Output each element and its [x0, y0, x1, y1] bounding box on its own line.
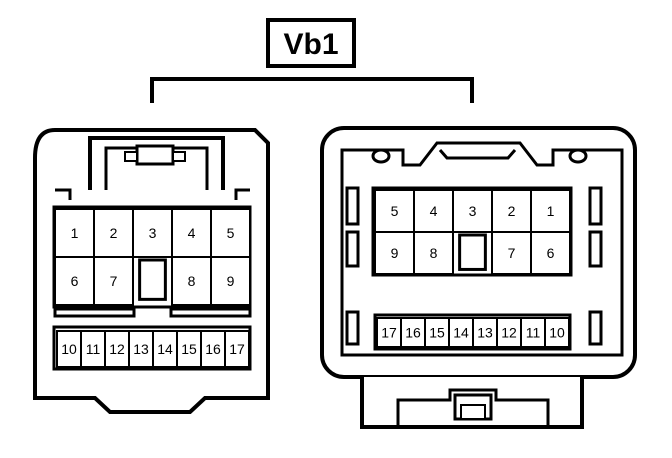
pin-cell: [210, 208, 251, 258]
pin-cell: [210, 256, 251, 306]
left-connector-shoulder-left: [55, 188, 72, 200]
pin-label: 1: [71, 225, 79, 241]
right-connector: 5 4 3 2 1 9 8 7 6 17 16 15 14 13 12 11 10: [320, 126, 637, 429]
pin-label: 12: [501, 325, 517, 341]
pin-cavity-empty: [458, 233, 487, 271]
pin-cell: [400, 317, 426, 348]
connector-title: Vb1: [283, 28, 338, 61]
pin-cell: [424, 317, 450, 348]
pin-cell: [80, 330, 106, 368]
pin-label: 12: [109, 341, 125, 357]
pin-label: 16: [205, 341, 221, 357]
right-connector-latch-slot: [460, 404, 486, 420]
left-connector-latch-nub-right: [172, 151, 186, 162]
pin-cell: [544, 317, 570, 348]
pin-label: 5: [227, 225, 235, 241]
pin-cell: [520, 317, 546, 348]
pin-label: 17: [229, 341, 245, 357]
pin-cell: [132, 208, 173, 258]
pin-label: 6: [71, 273, 79, 289]
pin-label: 9: [227, 273, 235, 289]
pin-cell: [376, 317, 402, 348]
title-box: [266, 18, 356, 68]
pin-cell: [128, 330, 154, 368]
pin-cell: [374, 189, 415, 233]
pin-label: 2: [508, 203, 516, 219]
pin-cell: [413, 231, 454, 275]
pin-label: 13: [477, 325, 493, 341]
pin-label: 10: [61, 341, 77, 357]
pin-label: 3: [469, 203, 477, 219]
pin-label: 8: [188, 273, 196, 289]
pin-label: 10: [549, 325, 565, 341]
right-connector-side-tab-right-upper: [588, 186, 603, 226]
pin-cell: [448, 317, 474, 348]
right-connector-side-tab-left-lower: [345, 310, 360, 346]
pin-label: 5: [391, 203, 399, 219]
pin-label: 9: [391, 245, 399, 261]
pin-label: 6: [547, 245, 555, 261]
left-connector-latch-tab: [135, 144, 175, 166]
right-connector-latch-outer: [396, 388, 550, 427]
pin-cavity-empty: [138, 258, 167, 301]
pin-cell: [224, 330, 250, 368]
left-connector-shoulder-right: [234, 188, 250, 200]
left-connector-bar-right: [169, 307, 252, 318]
pin-label: 7: [508, 245, 516, 261]
pin-label: 17: [381, 325, 397, 341]
right-connector-side-tab-left-middle: [345, 230, 360, 268]
pin-label: 7: [110, 273, 118, 289]
pin-label: 13: [133, 341, 149, 357]
pin-cell: [496, 317, 522, 348]
pin-label: 15: [429, 325, 445, 341]
pin-cell: [56, 330, 82, 368]
pin-cell: [530, 189, 571, 233]
pin-label: 16: [405, 325, 421, 341]
pin-label: 3: [149, 225, 157, 241]
pin-label: 8: [430, 245, 438, 261]
pin-cell: [93, 256, 134, 306]
right-connector-side-tab-left-upper: [345, 186, 360, 226]
pin-label: 14: [453, 325, 469, 341]
right-connector-pins: 5 4 3 2 1 9 8 7 6 17 16 15 14 13 12 11 10: [374, 189, 571, 348]
bracket-line: [150, 77, 474, 103]
pin-cell: [152, 330, 178, 368]
right-connector-hole-right: [568, 148, 588, 164]
pin-cell: [413, 189, 454, 233]
pin-label: 14: [157, 341, 173, 357]
right-connector-hole-left: [371, 148, 391, 164]
pin-label: 2: [110, 225, 118, 241]
pin-label: 1: [547, 203, 555, 219]
right-connector-side-tab-right-lower: [588, 310, 603, 346]
pin-label: 15: [181, 341, 197, 357]
right-connector-key-notch: [438, 149, 517, 160]
right-connector-side-tab-right-middle: [588, 230, 603, 268]
left-connector-latch-nub-left: [124, 151, 138, 162]
pin-label: 11: [526, 325, 541, 341]
pin-cell: [530, 231, 571, 275]
left-connector-latch-frame: [88, 136, 225, 190]
pin-cell: [104, 330, 130, 368]
left-connector-bar-left: [53, 307, 136, 318]
pin-cell: [171, 208, 212, 258]
pin-label: 4: [188, 225, 196, 241]
pin-label: 11: [86, 341, 101, 357]
pin-cell: [176, 330, 202, 368]
pin-cell: [93, 208, 134, 258]
pin-cell: [452, 189, 493, 233]
pin-label: 4: [430, 203, 438, 219]
